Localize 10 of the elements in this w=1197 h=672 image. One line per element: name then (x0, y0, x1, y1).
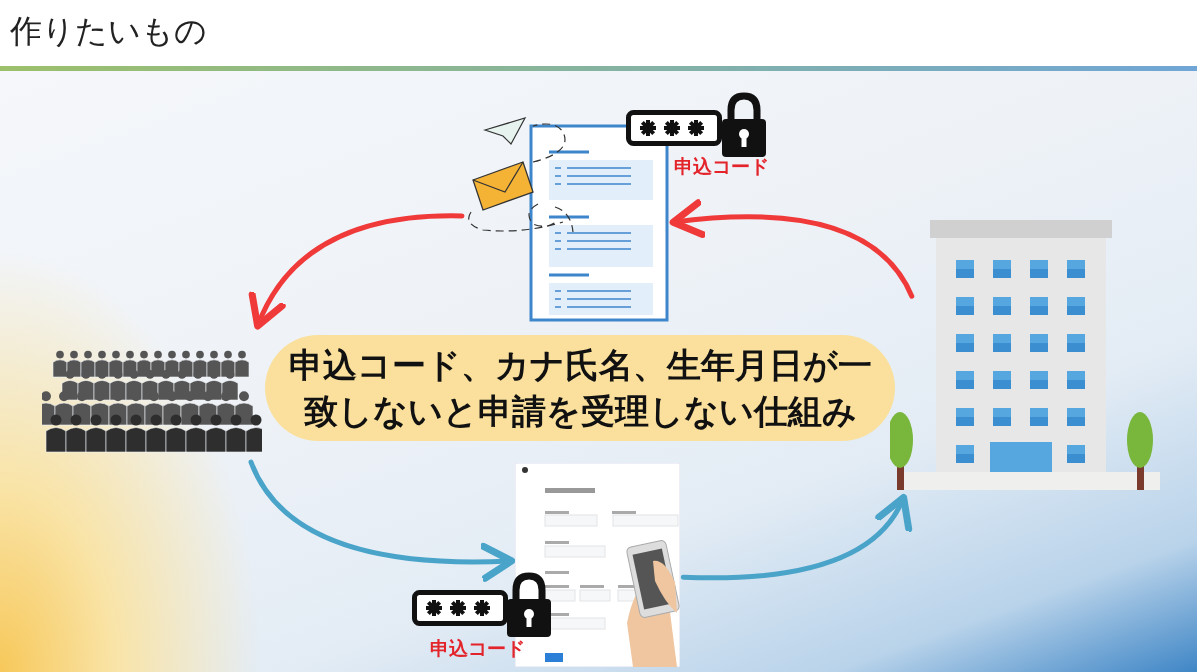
statement-text: 申込コード、カナ氏名、生年月日が一致しないと申請を受理しない仕組み (287, 344, 873, 433)
code-label: 申込コード (674, 154, 769, 179)
statement-box (265, 335, 895, 441)
arrow (680, 493, 910, 581)
code-label: 申込コード (430, 636, 525, 661)
arrow (248, 459, 516, 582)
arrow (250, 213, 465, 330)
title: 作りたいもの (10, 11, 207, 52)
arrow (669, 199, 915, 299)
building-drawing (890, 220, 1162, 492)
